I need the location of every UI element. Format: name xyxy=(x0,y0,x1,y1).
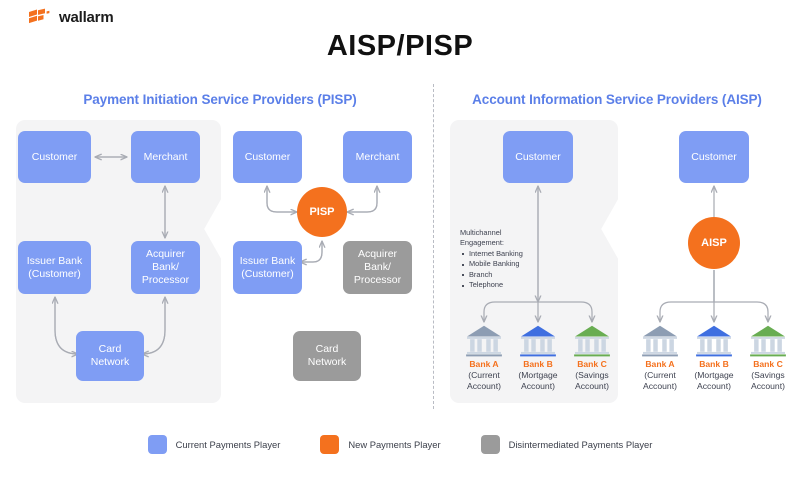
bank-name: Bank A xyxy=(469,359,499,369)
bank-account-type: (Mortgage Account) xyxy=(518,370,558,391)
legend-label: New Payments Player xyxy=(348,439,441,450)
legend-label: Disintermediated Payments Player xyxy=(508,439,653,450)
aisp-new-bank-b[interactable]: Bank B (Mortgage Account) xyxy=(691,324,737,392)
pisp-new-node-customer[interactable]: Customer xyxy=(233,131,302,183)
legend-item-disintermediated-player: Disintermediated Payments Player xyxy=(480,435,653,454)
aisp-section-header: Account Information Service Providers (A… xyxy=(472,92,762,107)
legend-item-current-player: Current Payments Player xyxy=(147,435,281,454)
pisp-section-header: Payment Initiation Service Providers (PI… xyxy=(83,92,357,107)
bank-name: Bank B xyxy=(699,359,729,369)
bank-name: Bank C xyxy=(577,359,607,369)
pisp-current-node-issuer-bank[interactable]: Issuer Bank (Customer) xyxy=(18,241,91,294)
aisp-current-node-customer[interactable]: Customer xyxy=(503,131,573,183)
multichannel-title-line1: Multichannel xyxy=(460,228,502,237)
bank-icon xyxy=(642,325,678,357)
bank-name: Bank C xyxy=(753,359,783,369)
pisp-new-node-card-network[interactable]: Card Network xyxy=(293,331,361,381)
pisp-current-node-merchant[interactable]: Merchant xyxy=(131,131,200,183)
bank-icon xyxy=(696,325,732,357)
multichannel-engagement-block: Multichannel Engagement: Internet Bankin… xyxy=(460,228,552,290)
multichannel-list: Internet Banking Mobile Banking Branch T… xyxy=(460,249,552,291)
multichannel-title-line2: Engagement: xyxy=(460,238,504,248)
pisp-current-node-acquirer-bank[interactable]: Acquirer Bank/ Processor xyxy=(131,241,200,294)
wallarm-wordmark: wallarm xyxy=(59,8,114,26)
legend-swatch-disintermediated xyxy=(480,435,500,454)
pisp-current-node-customer[interactable]: Customer xyxy=(18,131,91,183)
aisp-new-bank-a[interactable]: Bank A (Current Account) xyxy=(637,324,683,392)
bank-account-type: (Savings Account) xyxy=(575,370,609,391)
wallarm-logo: wallarm xyxy=(28,8,114,26)
aisp-new-node-customer[interactable]: Customer xyxy=(679,131,749,183)
legend-swatch-new xyxy=(320,435,340,454)
wallarm-flag-icon xyxy=(28,8,52,26)
list-item: Branch xyxy=(462,270,552,280)
section-divider xyxy=(433,84,434,409)
bank-account-type: (Savings Account) xyxy=(751,370,785,391)
bank-name: Bank B xyxy=(523,359,553,369)
bank-icon xyxy=(520,325,556,357)
pisp-new-node-pisp[interactable]: PISP xyxy=(297,187,347,237)
bank-account-type: (Current Account) xyxy=(467,370,501,391)
bank-icon xyxy=(750,325,786,357)
aisp-new-node-aisp[interactable]: AISP xyxy=(688,217,740,269)
bank-account-type: (Mortgage Account) xyxy=(694,370,734,391)
legend-swatch-current xyxy=(147,435,167,454)
legend-item-new-player: New Payments Player xyxy=(320,435,441,454)
aisp-current-bank-a[interactable]: Bank A (Current Account) xyxy=(461,324,507,392)
aisp-current-bank-b[interactable]: Bank B (Mortgage Account) xyxy=(515,324,561,392)
pisp-new-node-issuer-bank[interactable]: Issuer Bank (Customer) xyxy=(233,241,302,294)
bank-icon xyxy=(574,325,610,357)
aisp-current-bank-c[interactable]: Bank C (Savings Account) xyxy=(569,324,615,392)
bank-account-type: (Current Account) xyxy=(643,370,677,391)
bank-icon xyxy=(466,325,502,357)
page-title: AISP/PISP xyxy=(326,30,474,62)
list-item: Mobile Banking xyxy=(462,259,552,269)
legend: Current Payments Player New Payments Pla… xyxy=(0,435,800,454)
list-item: Telephone xyxy=(462,280,552,290)
pisp-new-node-merchant[interactable]: Merchant xyxy=(343,131,412,183)
bank-name: Bank A xyxy=(645,359,675,369)
aisp-new-bank-c[interactable]: Bank C (Savings Account) xyxy=(745,324,791,392)
legend-label: Current Payments Player xyxy=(175,439,281,450)
pisp-current-node-card-network[interactable]: Card Network xyxy=(76,331,144,381)
pisp-new-node-acquirer-bank[interactable]: Acquirer Bank/ Processor xyxy=(343,241,412,294)
list-item: Internet Banking xyxy=(462,249,552,259)
